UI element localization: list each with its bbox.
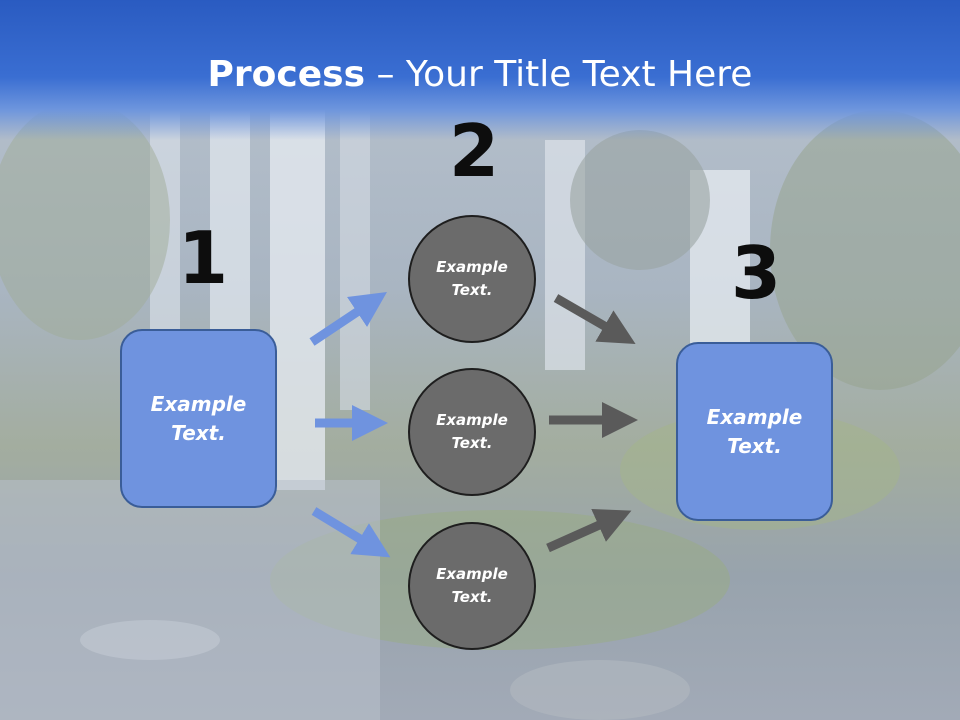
step-number-2: 2 — [449, 109, 500, 193]
arrow-to-circle-bottom — [311, 507, 391, 558]
arrow-to-circle-top — [309, 292, 387, 346]
step-1-box[interactable]: Example Text. — [120, 329, 277, 508]
step-3-box[interactable]: Example Text. — [676, 342, 833, 521]
step-3-text-line2: Text. — [727, 433, 782, 458]
step-1-text-line2: Text. — [171, 420, 226, 445]
circle-top-line1: Example — [436, 258, 508, 276]
step-number-1: 1 — [178, 216, 229, 300]
circle-middle-line2: Text. — [451, 434, 493, 452]
arrow-from-circle-top — [553, 294, 636, 345]
title-rest: – Your Title Text Here — [365, 54, 753, 95]
step-1-text-line1: Example — [150, 391, 247, 416]
circle-top-line2: Text. — [451, 281, 493, 299]
circle-bottom-line2: Text. — [451, 588, 493, 606]
step-2-circle-middle[interactable]: Example Text. — [408, 368, 536, 496]
step-2-circle-bottom[interactable]: Example Text. — [408, 522, 536, 650]
step-2-circle-top[interactable]: Example Text. — [408, 215, 536, 343]
arrow-from-circle-bottom — [546, 508, 632, 553]
step-3-text-line1: Example — [706, 404, 803, 429]
circle-bottom-line1: Example — [436, 565, 508, 583]
step-number-3: 3 — [731, 231, 782, 315]
title-banner — [0, 0, 960, 140]
slide-title[interactable]: Process – Your Title Text Here — [0, 52, 960, 98]
title-bold-part: Process — [207, 54, 366, 95]
circle-middle-line1: Example — [436, 411, 508, 429]
